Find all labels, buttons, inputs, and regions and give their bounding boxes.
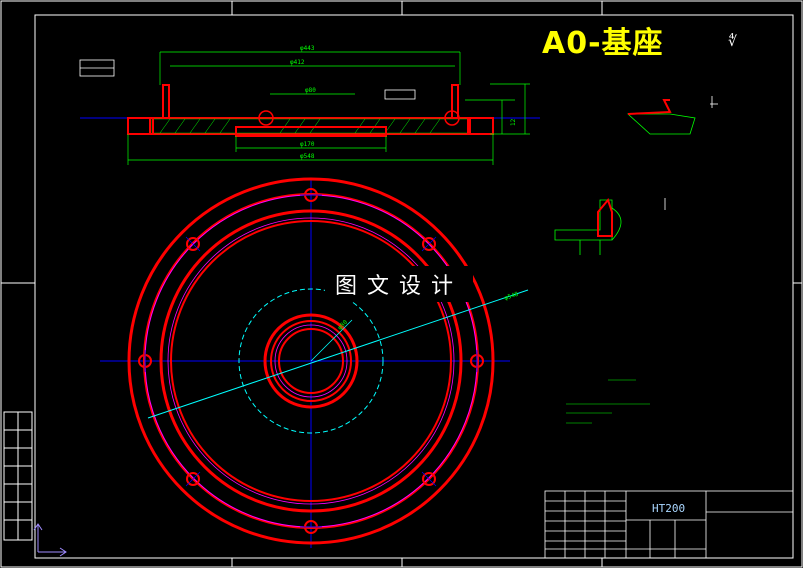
hub-mid — [270, 320, 352, 402]
right-foot — [467, 117, 494, 135]
bolt-hole — [422, 472, 436, 486]
boss-hole-left — [258, 110, 274, 126]
base-plate-section — [149, 117, 471, 135]
right-wall — [451, 84, 459, 119]
ucs-icon — [33, 523, 67, 557]
title-block — [544, 490, 794, 559]
bolt-hole — [422, 237, 436, 251]
svg-text:φ80: φ80 — [305, 87, 316, 94]
bolt-hole — [186, 472, 200, 486]
drawing-title: A0-基座 — [542, 26, 664, 61]
hub-magenta — [274, 324, 348, 398]
tolerance-frame-2 — [384, 89, 416, 100]
hub-inner — [278, 328, 344, 394]
bolt-hole-crosshairs — [144, 194, 478, 528]
outer-ring-2 — [143, 193, 479, 529]
svg-text:12: 12 — [510, 118, 517, 126]
svg-text:φ548: φ548 — [503, 291, 519, 302]
left-foot — [127, 117, 154, 135]
technical-notes — [566, 379, 650, 424]
inner-border — [34, 14, 794, 559]
leader-labels-front: φ443 φ412 φ80 φ548 φ170 12 — [290, 45, 517, 160]
detail-view-lower — [554, 197, 666, 255]
hub-leader — [310, 319, 353, 362]
hidden-circle — [238, 288, 384, 434]
svg-text:φ80: φ80 — [336, 319, 349, 332]
material-label: HT200 — [652, 502, 686, 515]
dimensions-front — [127, 51, 530, 165]
top-plan-view: φ548 φ80 — [100, 177, 529, 548]
hub-outer — [263, 313, 359, 409]
svg-text:φ548: φ548 — [300, 153, 315, 160]
dimension-leader — [147, 289, 529, 419]
bolt-hole — [186, 237, 200, 251]
center-boss — [235, 126, 387, 137]
left-wall — [162, 84, 170, 119]
boss-hole-right — [444, 110, 460, 126]
front-section-view: φ443 φ412 φ80 φ548 φ170 12 — [79, 45, 540, 165]
svg-text:φ170: φ170 — [300, 141, 315, 148]
mid-ring-magenta — [167, 217, 455, 505]
side-table — [3, 411, 33, 541]
inner-ring-2 — [170, 220, 452, 502]
detail-view-upper — [626, 96, 718, 135]
roughness-symbol-corner: ∜ — [728, 34, 737, 50]
outer-ring-1 — [127, 177, 495, 545]
watermark-text: 图文设计 — [325, 266, 474, 302]
svg-text:φ412: φ412 — [290, 59, 305, 66]
svg-text:φ443: φ443 — [300, 45, 315, 52]
inner-ring-1 — [159, 209, 463, 513]
